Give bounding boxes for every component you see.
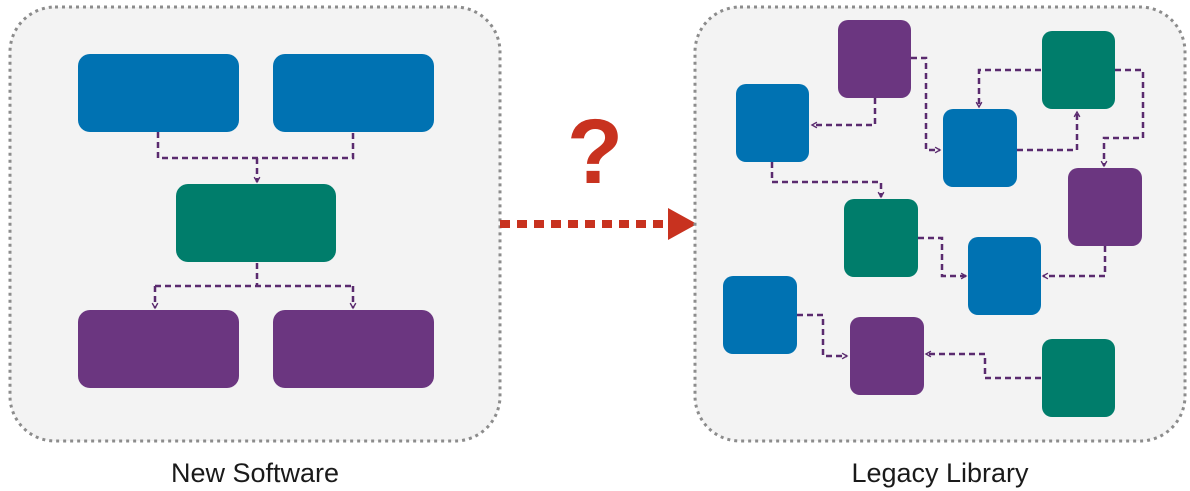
legacy-library-caption: Legacy Library [851, 458, 1029, 488]
legacy-library-modules [723, 20, 1142, 417]
edge [918, 236, 966, 276]
legacy-library-edges [770, 56, 1145, 380]
edge [1017, 112, 1077, 152]
edge [797, 313, 847, 356]
new-software-caption: New Software [170, 458, 340, 488]
migration-arrow-head [668, 208, 697, 240]
edge [1104, 68, 1145, 166]
module-box-green [1042, 31, 1115, 109]
module-box-blue [943, 109, 1017, 187]
module-box-purple [273, 310, 434, 388]
module-box-blue [78, 54, 239, 132]
module-box-purple [1068, 168, 1142, 246]
edge [911, 56, 940, 150]
edge [770, 162, 881, 197]
module-box-purple [78, 310, 239, 388]
question-mark: ? [566, 101, 624, 203]
module-box-purple [838, 20, 911, 98]
module-box-blue [736, 84, 809, 162]
new-software-edges [155, 132, 353, 308]
module-box-green [176, 184, 336, 262]
module-box-blue [968, 237, 1041, 315]
edge [156, 132, 355, 160]
module-box-purple [850, 317, 924, 395]
edge [1043, 246, 1107, 276]
module-box-green [844, 199, 918, 277]
edge [979, 68, 1041, 107]
module-box-blue [723, 276, 797, 354]
module-box-blue [273, 54, 434, 132]
new-software-modules [78, 54, 434, 388]
legacy-library-panel [693, 5, 1187, 443]
module-box-green [1042, 339, 1115, 417]
